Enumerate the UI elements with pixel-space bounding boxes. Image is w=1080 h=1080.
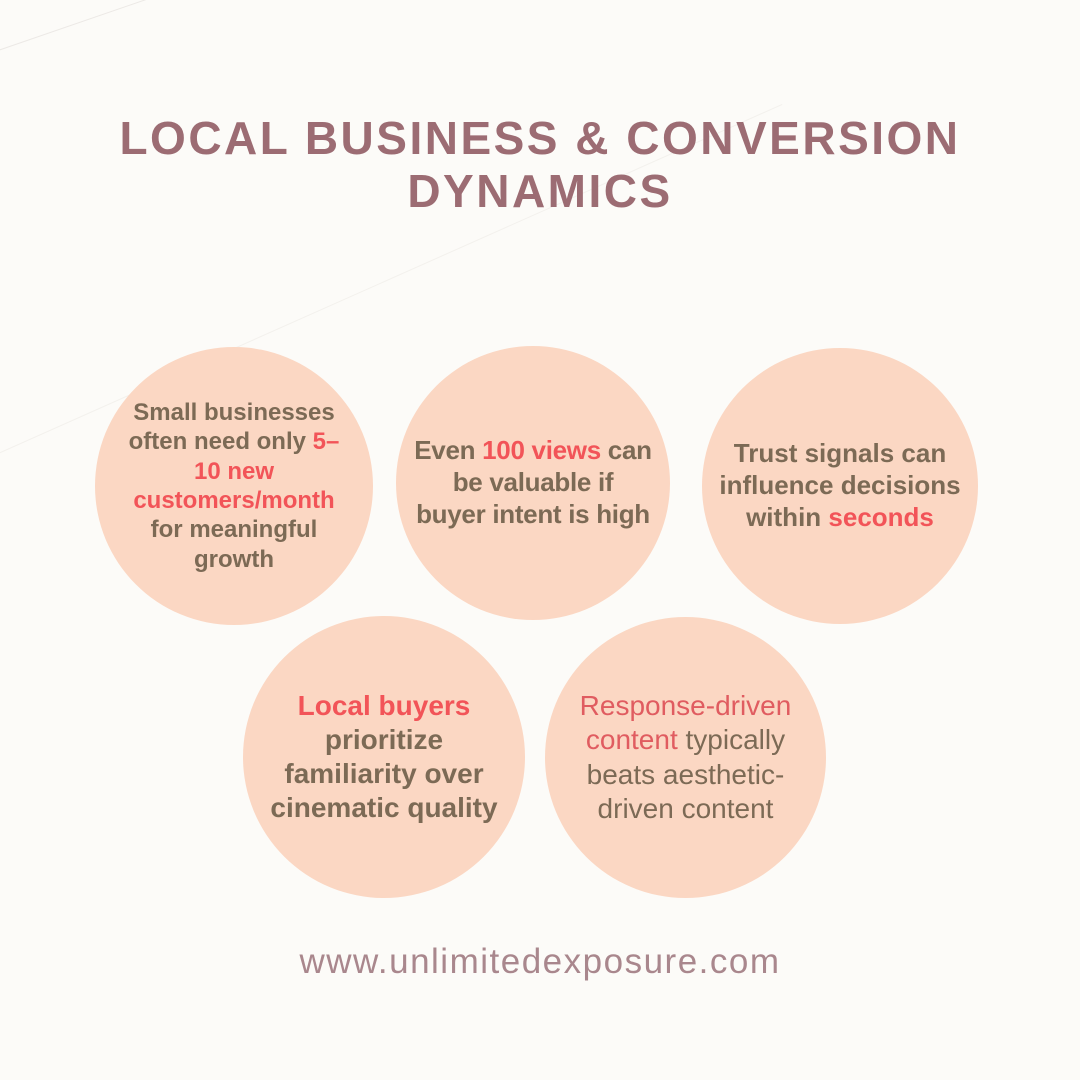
page-title: LOCAL BUSINESS & CONVERSION DYNAMICS xyxy=(119,112,961,217)
website-url: www.unlimitedexposure.com xyxy=(299,942,781,981)
background-crease xyxy=(0,0,678,71)
